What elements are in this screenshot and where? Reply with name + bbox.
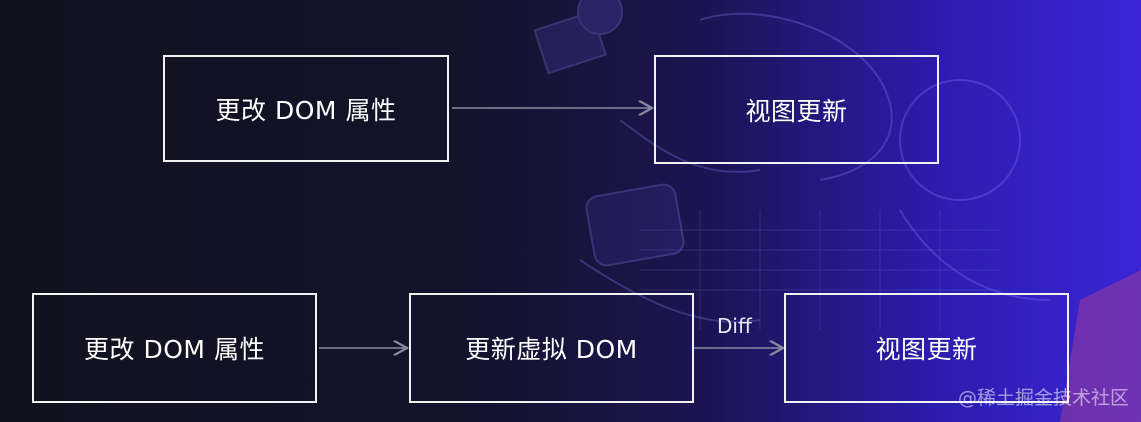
bottom-middle-label: 更新虚拟 DOM <box>465 335 638 364</box>
bottom-middle-node: 更新虚拟 DOM <box>409 293 694 403</box>
diff-edge-label: Diff <box>717 314 752 338</box>
top-source-label: 更改 DOM 属性 <box>215 95 397 125</box>
bottom-source-label: 更改 DOM 属性 <box>84 335 265 364</box>
top-target-node: 视图更新 <box>654 55 939 164</box>
top-target-label: 视图更新 <box>745 96 848 126</box>
top-source-node: 更改 DOM 属性 <box>163 55 449 162</box>
bottom-target-label: 视图更新 <box>875 335 978 364</box>
watermark: @稀土掘金技术社区 <box>957 387 1129 409</box>
bottom-target-node: 视图更新 <box>784 293 1069 403</box>
bottom-source-node: 更改 DOM 属性 <box>32 293 317 403</box>
